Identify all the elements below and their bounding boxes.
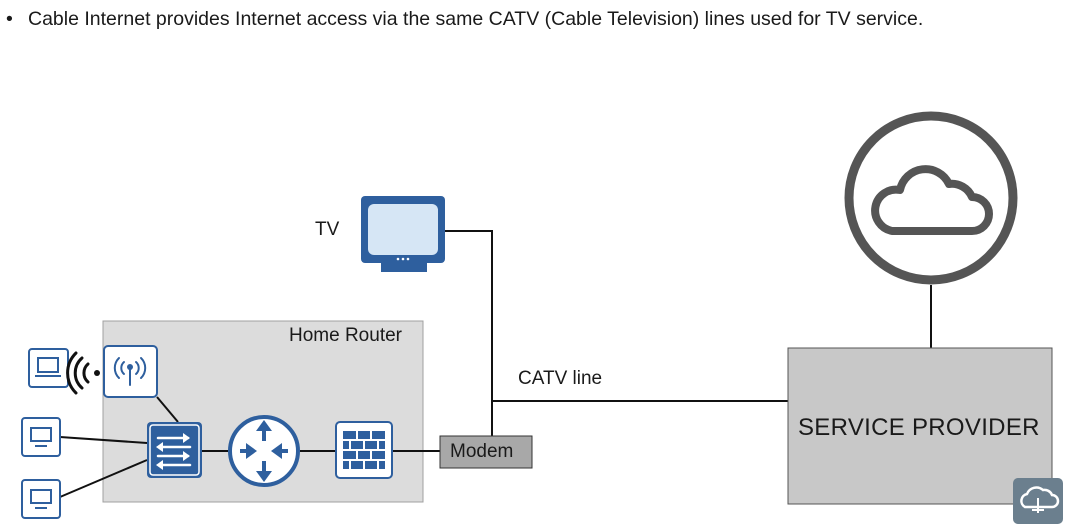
bullet-point: • Cable Internet provides Internet access…: [6, 8, 923, 31]
bullet-dot: •: [6, 8, 13, 30]
tv-icon: [361, 196, 445, 272]
home-router-label: Home Router: [289, 325, 402, 346]
line-pc1-switch: [59, 436, 148, 444]
pc-icon: [21, 417, 61, 457]
wifi-signal-icon: [66, 351, 100, 395]
line-tv: [445, 230, 493, 436]
service-provider-box: [787, 347, 1053, 505]
catv-line-label: CATV line: [518, 368, 603, 389]
modem-box: [439, 435, 533, 469]
logo-icon: [1013, 478, 1063, 524]
firewall-icon: [335, 421, 393, 479]
switch-icon: [147, 422, 202, 478]
connection-lines: [59, 230, 932, 498]
line-pc2-switch: [59, 459, 148, 498]
wireless-ap-icon: [103, 345, 158, 398]
tv-label: TV: [315, 219, 340, 240]
cloud-icon: [844, 111, 1018, 285]
line-ap-switch: [156, 396, 179, 423]
service-provider-label: SERVICE PROVIDER: [798, 414, 1040, 441]
modem-label: Modem: [450, 441, 514, 462]
pc-icon: [21, 479, 61, 519]
laptop-icon: [28, 348, 69, 388]
router-icon: [228, 415, 300, 487]
bullet-text: Cable Internet provides Internet access …: [28, 8, 924, 30]
